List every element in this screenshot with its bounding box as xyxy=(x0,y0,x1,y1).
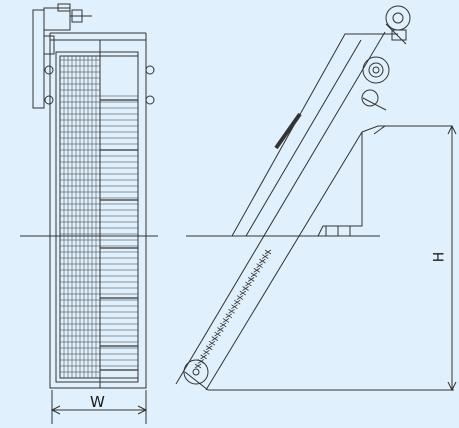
height-dimension xyxy=(447,124,457,392)
front-frame-outer xyxy=(49,39,147,389)
side-view xyxy=(175,5,457,392)
side-rake xyxy=(274,112,302,150)
front-view xyxy=(20,3,158,424)
side-head-drive xyxy=(361,5,411,111)
front-screen-grid xyxy=(60,56,138,378)
width-dimension xyxy=(50,390,148,424)
front-drive-motor xyxy=(32,3,155,109)
side-chain-teeth xyxy=(194,249,272,369)
width-label: W xyxy=(90,393,105,411)
height-label: H xyxy=(431,251,448,263)
side-bottom-sprocket xyxy=(183,359,209,385)
